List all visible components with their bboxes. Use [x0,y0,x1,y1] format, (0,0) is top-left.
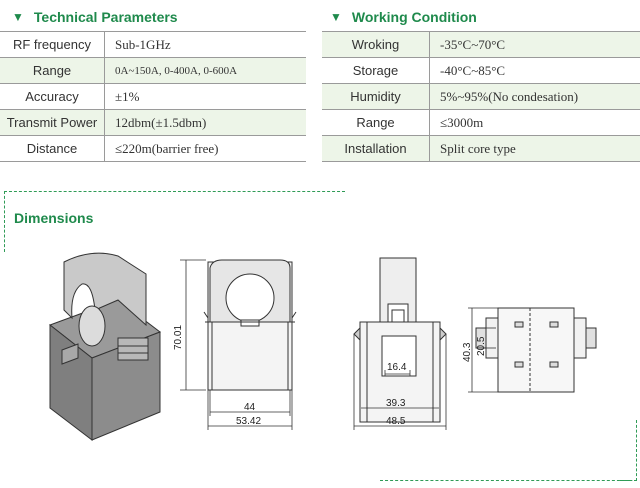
technical-parameters-table: RF frequency Sub-1GHz Range 0A~150A, 0-4… [0,31,306,162]
table-row: Range ≤3000m [322,109,640,136]
param-label: Accuracy [0,83,105,110]
top-inner-height-label: 20.5 [476,336,487,356]
working-condition-heading: ▼ Working Condition [330,4,477,30]
side-view-drawing [353,257,447,423]
triangle-down-icon: ▼ [12,10,24,24]
param-value: ≤220m(barrier free) [104,135,306,162]
front-inner-width-label: 44 [244,402,256,413]
working-condition-title: Working Condition [351,9,477,25]
table-row: RF frequency Sub-1GHz [0,31,306,58]
param-label: Range [322,109,430,136]
param-label: Range [0,57,105,84]
dashed-frame-top [4,191,345,252]
side-inner-width-label: 39.3 [386,398,406,409]
param-value: -35°C~70°C [429,31,640,58]
dimensions-title: Dimensions [14,210,94,226]
param-value: ±1% [104,83,306,110]
param-label: Installation [322,135,430,162]
dimension-drawings: 70.01 44 53.42 16.4 39.3 48.5 [48,252,597,442]
param-label: Humidity [322,83,430,110]
front-height-label: 70.01 [173,325,184,350]
technical-parameters-heading: ▼ Technical Parameters [12,4,178,30]
table-row: Range 0A~150A, 0-400A, 0-600A [0,57,306,84]
top-height-dimensions [468,307,498,393]
top-view-drawing [475,307,597,393]
table-row: Distance ≤220m(barrier free) [0,135,306,162]
working-condition-table: Wroking -35°C~70°C Storage -40°C~85°C Hu… [322,31,640,162]
param-value: ≤3000m [429,109,640,136]
front-view-drawing [203,259,297,391]
param-value: 5%~95%(No condesation) [429,83,640,110]
param-value: 0A~150A, 0-400A, 0-600A [104,57,306,84]
top-outer-height-label: 40.3 [462,342,473,362]
side-slot-dimension [384,370,411,376]
param-value: 12dbm(±1.5dbm) [104,109,306,136]
side-outer-width-label: 48.5 [386,416,406,427]
table-row: Humidity 5%~95%(No condesation) [322,83,640,110]
dashed-frame-bottom [380,480,630,481]
param-label: Storage [322,57,430,84]
front-outer-width-label: 53.42 [236,416,261,427]
front-width-dimensions [207,390,293,430]
param-value: -40°C~85°C [429,57,640,84]
side-slot-width-label: 16.4 [387,362,407,373]
param-value: Sub-1GHz [104,31,306,58]
table-row: Storage -40°C~85°C [322,57,640,84]
table-row: Accuracy ±1% [0,83,306,110]
param-label: RF frequency [0,31,105,58]
sensor-3d-illustration [48,252,162,442]
param-label: Transmit Power [0,109,105,136]
triangle-down-icon: ▼ [330,10,342,24]
front-height-dimension [180,259,206,391]
table-row: Wroking -35°C~70°C [322,31,640,58]
table-row: Transmit Power 12dbm(±1.5dbm) [0,109,306,136]
param-label: Distance [0,135,105,162]
table-row: Installation Split core type [322,135,640,162]
technical-parameters-title: Technical Parameters [33,9,178,25]
param-value: Split core type [429,135,640,162]
side-width-dimensions [353,334,447,430]
param-label: Wroking [322,31,430,58]
